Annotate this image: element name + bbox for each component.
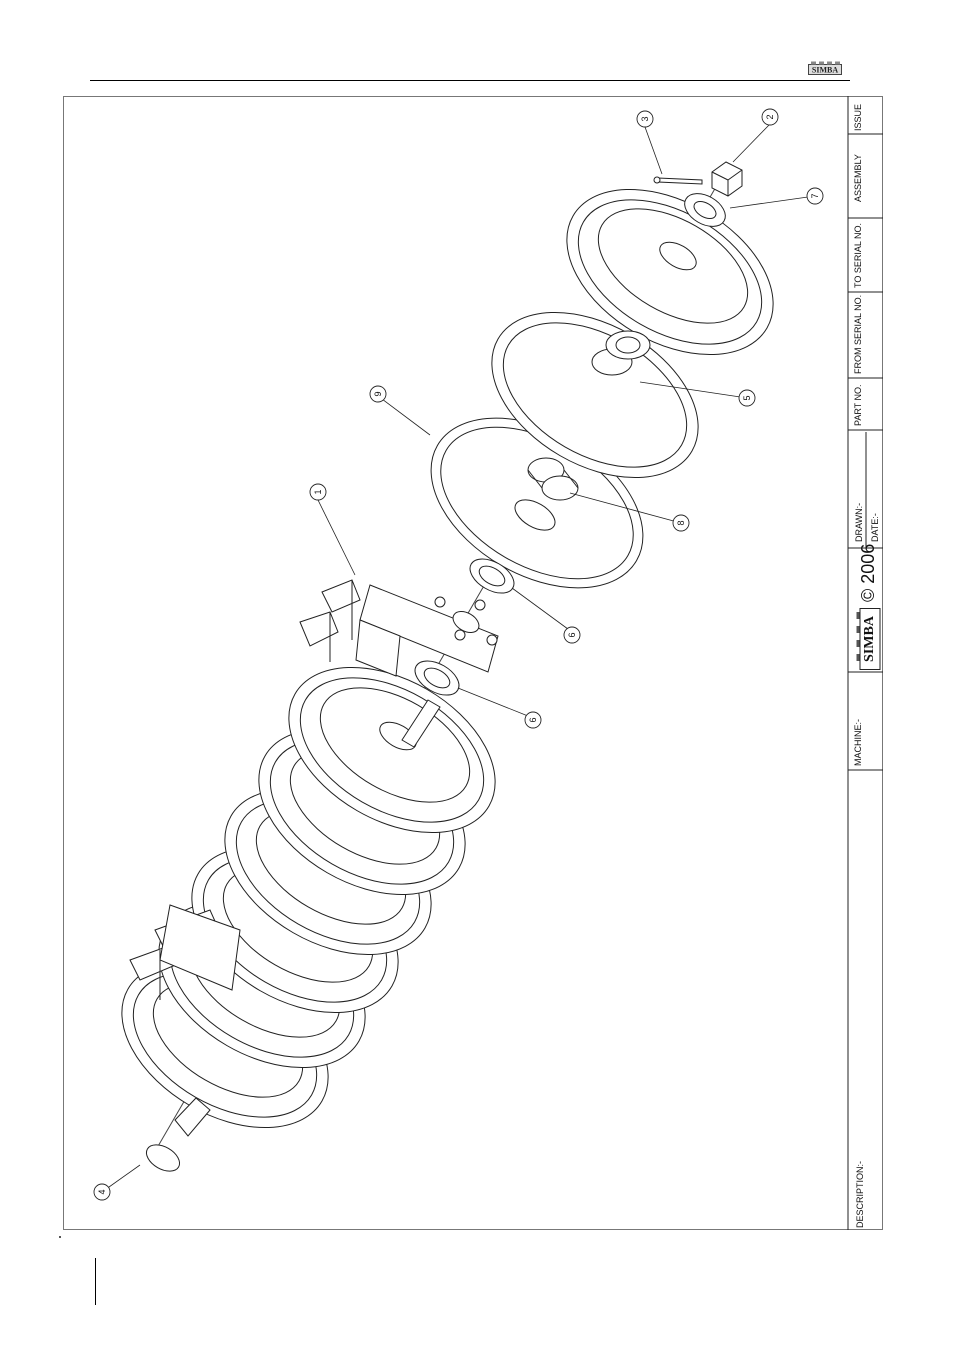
callout-label: 3: [640, 116, 650, 121]
assembly-label: ASSEMBLY: [853, 154, 863, 202]
from-serial-label: FROM SERIAL NO.: [853, 295, 863, 374]
callout-label: 7: [810, 193, 820, 198]
nut-2: [712, 162, 742, 196]
callout-label: 5: [742, 395, 752, 400]
callout-label: 6: [528, 717, 538, 722]
issue-label: ISSUE: [853, 104, 863, 131]
part-no-label: PART NO.: [853, 384, 863, 426]
drawn-label: DRAWN:-: [854, 503, 864, 542]
callout-label: 8: [676, 520, 686, 525]
bracket-1: [300, 580, 498, 676]
machine-label: MACHINE:-: [853, 719, 863, 766]
copyright-notice: © 2006: [858, 544, 879, 602]
page-dot: [59, 1236, 61, 1238]
simba-titleblock-logo: SIMBA: [856, 608, 882, 670]
callout-label: 1: [313, 489, 323, 494]
callout-label: 9: [373, 391, 383, 396]
to-serial-label: TO SERIAL NO.: [853, 223, 863, 288]
pin-3: [654, 177, 702, 184]
date-label: DATE:-: [870, 513, 880, 542]
callout-label: 4: [97, 1189, 107, 1194]
callout-label: 6: [567, 632, 577, 637]
svg-text:SIMBA: SIMBA: [862, 615, 877, 662]
callout-label: 2: [765, 114, 775, 119]
spindle-4: [142, 1098, 210, 1177]
description-label: DESCRIPTION:-: [855, 1161, 865, 1228]
footer-rule: [95, 1258, 96, 1305]
